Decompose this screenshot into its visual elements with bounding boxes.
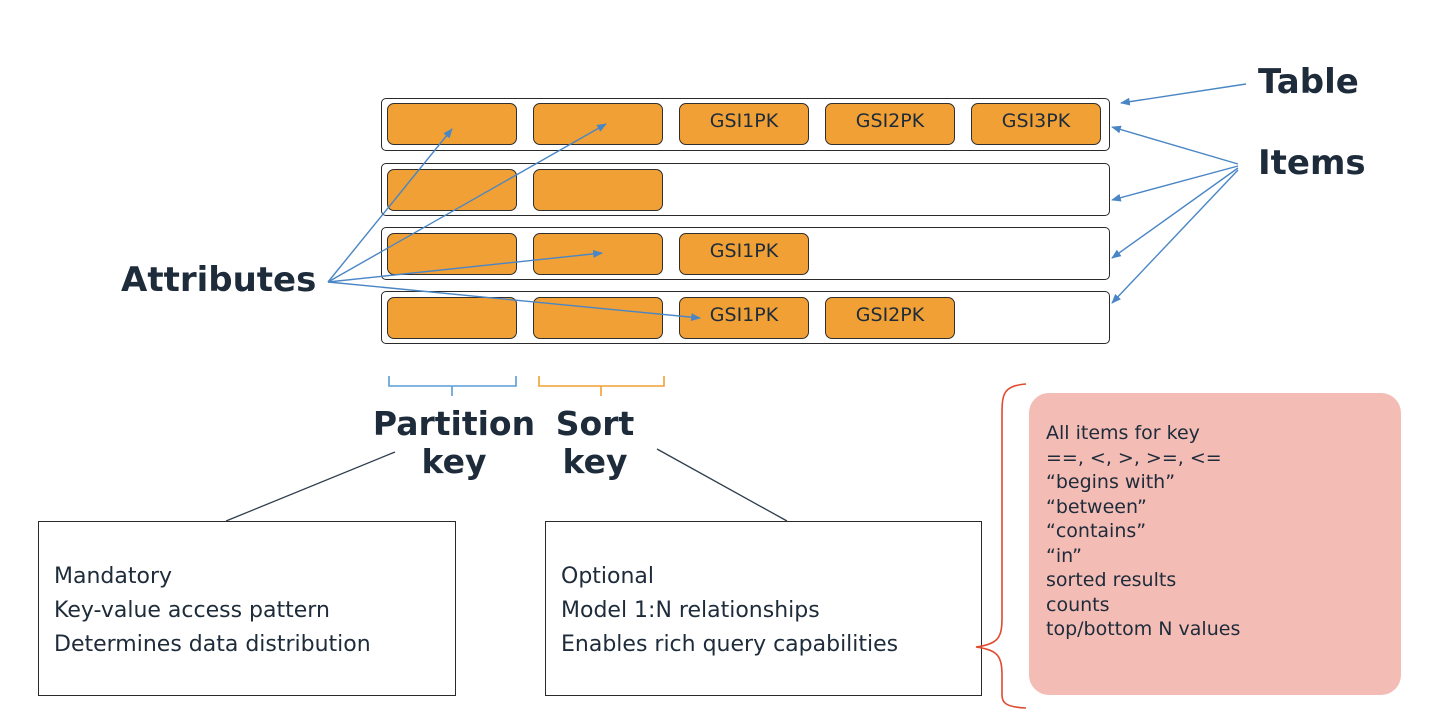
partition-key-bracket <box>388 376 517 396</box>
query-operations-brace <box>975 383 1027 709</box>
attribute-sort-key <box>533 297 663 339</box>
sort-key-description-box: Optional Model 1:N relationships Enables… <box>545 521 982 696</box>
query-operation: “contains” <box>1046 520 1147 542</box>
query-operation: sorted results <box>1046 569 1177 591</box>
partition-key-description-box: Mandatory Key-value access pattern Deter… <box>38 521 456 696</box>
items-arrows <box>1111 125 1239 304</box>
attribute-partition-key <box>387 103 517 145</box>
query-operation: “between” <box>1046 495 1147 518</box>
attribute-gsi3pk: GSI3PK <box>971 103 1101 145</box>
attribute-sort-key <box>533 233 663 275</box>
attribute-sort-key <box>533 103 663 145</box>
query-operation: top/bottom N values <box>1046 618 1241 640</box>
sort-key-label-line1: Sort <box>555 404 635 443</box>
query-operation: “begins with” <box>1046 471 1176 493</box>
attribute-partition-key <box>387 169 517 211</box>
table-arrow <box>1120 83 1247 106</box>
sort-key-property: Optional <box>561 564 655 589</box>
items-label: Items <box>1258 143 1366 183</box>
sort-key-query-operations-box: All items for key ==, <, >, >=, <= “begi… <box>1029 393 1401 695</box>
attribute-gsi2pk: GSI2PK <box>825 103 955 145</box>
partition-key-property: Mandatory <box>54 564 173 589</box>
attribute-gsi1pk: GSI1PK <box>679 103 809 145</box>
sort-key-callout-line <box>656 448 788 522</box>
sort-key-property: Model 1:N relationships <box>561 598 820 623</box>
partition-key-property: Determines data distribution <box>54 632 371 657</box>
attributes-arrows <box>327 123 701 322</box>
attribute-gsi2pk: GSI2PK <box>825 297 955 339</box>
sort-key-property: Enables rich query capabilities <box>561 632 899 657</box>
attribute-partition-key <box>387 297 517 339</box>
query-operation: All items for key <box>1046 422 1200 444</box>
sort-key-label-line2: key <box>562 442 628 481</box>
query-operation: counts <box>1046 593 1110 616</box>
attribute-gsi1pk: GSI1PK <box>679 233 809 275</box>
table-label: Table <box>1258 62 1359 102</box>
sort-key-bracket <box>538 376 665 396</box>
attribute-partition-key <box>387 233 517 275</box>
partition-key-label: Partition key <box>364 405 544 481</box>
query-operation: ==, <, >, >=, <= <box>1046 446 1222 469</box>
partition-key-property: Key-value access pattern <box>54 598 330 623</box>
partition-key-label-line2: key <box>421 442 487 481</box>
partition-key-label-line1: Partition <box>372 404 536 443</box>
query-operation: “in” <box>1046 544 1082 567</box>
attribute-sort-key <box>533 169 663 211</box>
attribute-gsi1pk: GSI1PK <box>679 297 809 339</box>
attributes-label: Attributes <box>121 260 317 300</box>
sort-key-label: Sort key <box>540 405 650 481</box>
